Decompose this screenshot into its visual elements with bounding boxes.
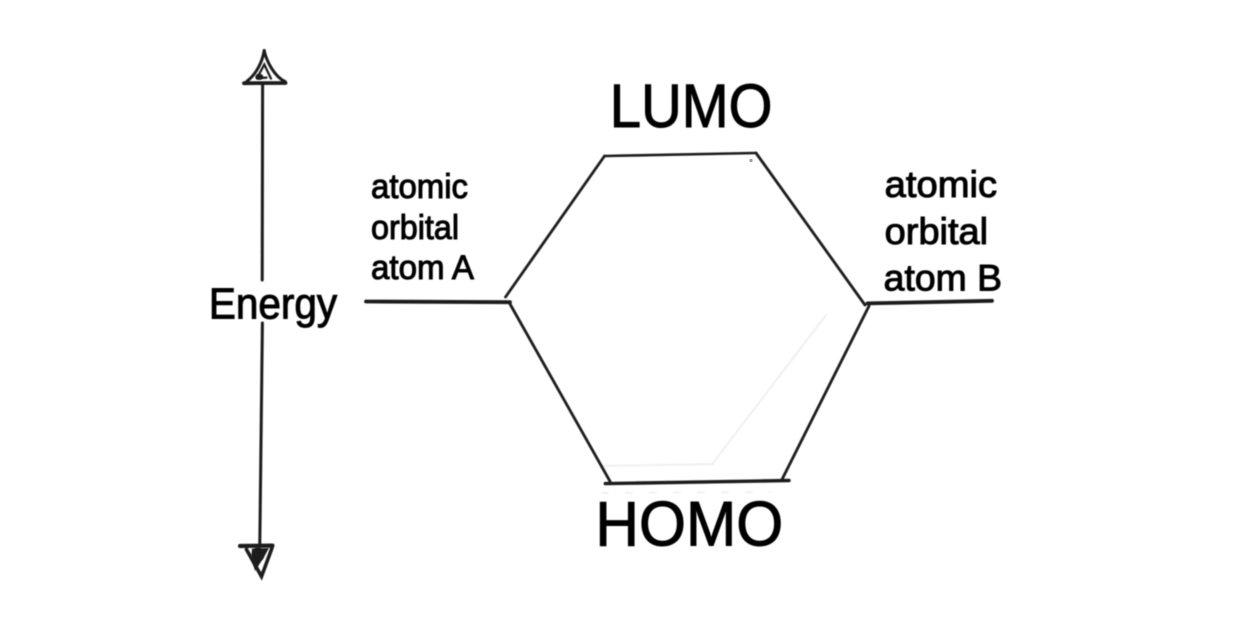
svg-text:atomic: atomic [885,164,997,205]
svg-text:atom A: atom A [371,249,474,287]
svg-text:atomic: atomic [371,168,468,206]
svg-text:atom B: atom B [884,258,1002,299]
svg-text:orbital: orbital [885,211,988,252]
svg-text:Energy: Energy [209,279,337,328]
svg-text:orbital: orbital [371,209,459,247]
svg-text:HOMO: HOMO [595,490,783,560]
svg-text:LUMO: LUMO [610,72,773,140]
